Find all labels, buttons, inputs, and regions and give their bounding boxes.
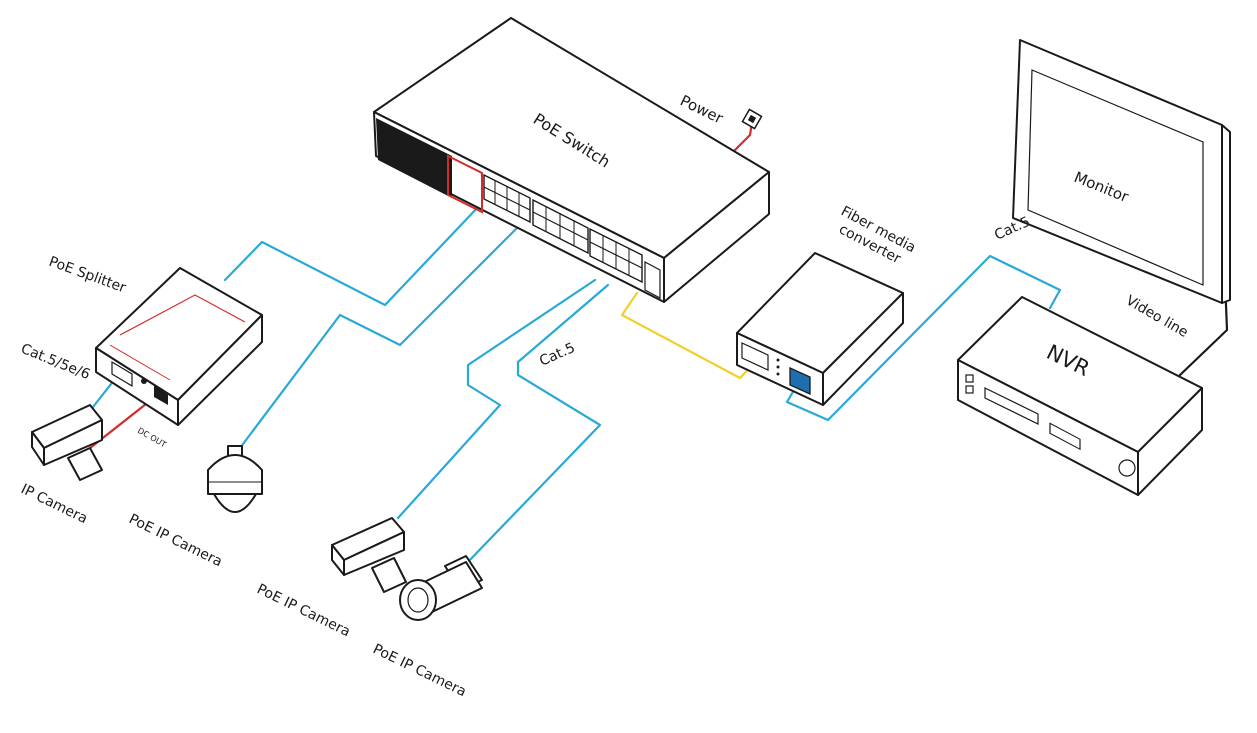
poe-ip-camera-box-label: PoE IP Camera [254, 581, 352, 640]
nvr-disk-slot [984, 387, 1039, 425]
switch-side [663, 171, 770, 303]
nvr: NVR [957, 296, 1203, 496]
poe-ip-camera-box [331, 517, 407, 593]
poe-splitter [95, 267, 263, 426]
switch-port-grid [483, 173, 643, 284]
switch-vent-panel [376, 118, 452, 198]
nvr-jog-dial [1118, 459, 1136, 477]
cable-switch-to-fiber-converter [620, 291, 757, 380]
poe-ip-camera-bullet [399, 555, 483, 621]
dc-out-label: DC OUT [136, 426, 168, 450]
splitter-dc-port [154, 385, 168, 405]
switch-sfp-port [644, 261, 661, 299]
poe-ip-camera-dome [207, 445, 263, 513]
poe-splitter-label: PoE Splitter [47, 254, 129, 297]
fiber-converter-rj45-port [741, 342, 769, 371]
fiber-media-converter [736, 252, 904, 406]
cable-switch-to-splitter [223, 203, 482, 307]
cat5-5e-6-label: Cat.5/5e/6 [19, 341, 93, 383]
monitor-screen [1027, 69, 1204, 286]
video-line-label: Video line [1123, 293, 1191, 341]
cable-fiber-converter-to-nvr [785, 254, 1062, 422]
cable-switch-to-bullet-camera [463, 283, 610, 567]
ip-camera-label: IP Camera [18, 481, 90, 527]
monitor: Monitor [1012, 39, 1231, 304]
poe-switch: PoE Switch [373, 17, 770, 303]
ip-camera-box [31, 404, 103, 481]
cable-switch-to-box-camera [396, 278, 597, 520]
poe-ip-camera-bullet-label: PoE IP Camera [370, 641, 468, 700]
cable-switch-to-dome-camera [238, 223, 522, 450]
splitter-rj45-port [111, 360, 133, 388]
power-socket [741, 108, 763, 130]
fiber-converter-sfp-port [789, 366, 811, 396]
switch-led-highlight [447, 154, 483, 214]
poe-ip-camera-dome-label: PoE IP Camera [126, 511, 224, 570]
cables [83, 120, 1229, 567]
cat5-center-label: Cat.5 [537, 340, 577, 370]
